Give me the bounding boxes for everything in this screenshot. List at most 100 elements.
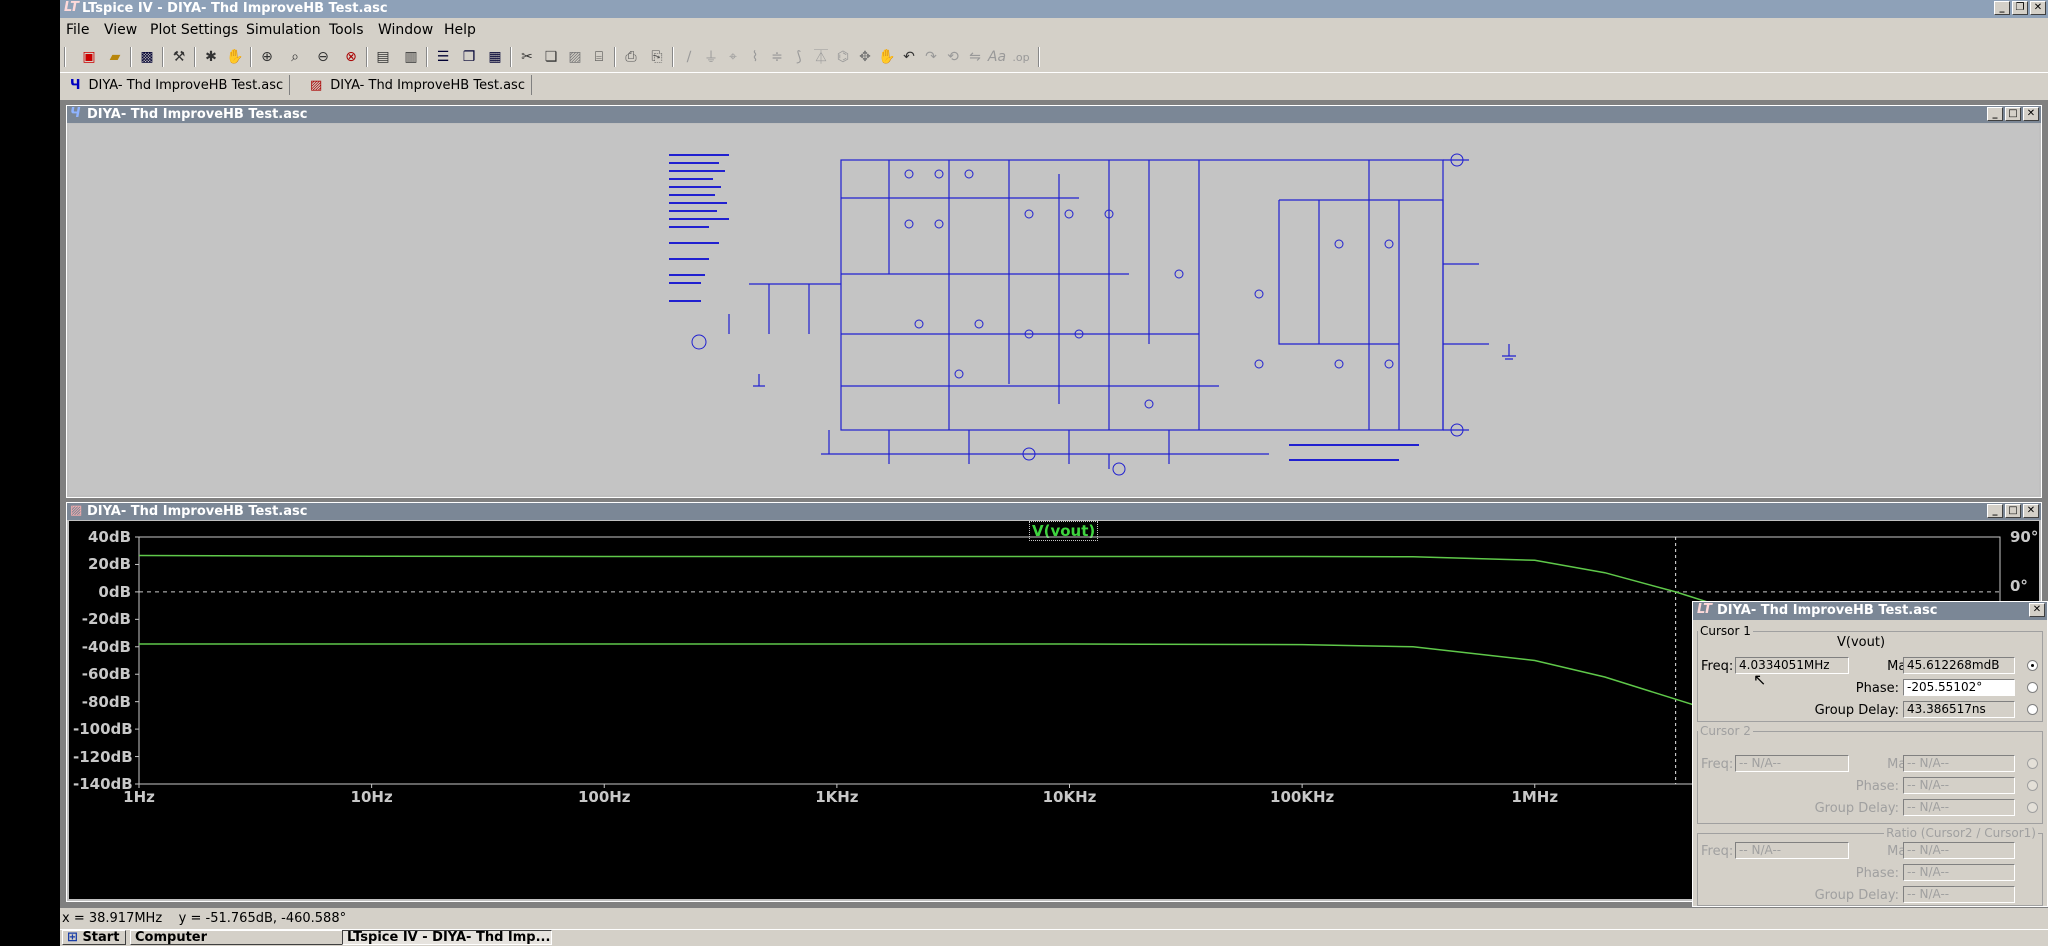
cursor2-mag-field: -- N/A-- (1903, 755, 2015, 772)
y-tick-label: -120dB (73, 747, 133, 766)
cursor2-group-delay-label: Group Delay: (1814, 801, 1899, 816)
cursor2-phase-radio (2027, 780, 2038, 791)
schematic-drawing (669, 153, 1516, 476)
tile-vertical-icon[interactable]: ▦ (488, 49, 502, 65)
cursor1-freq-label: Freq: (1701, 659, 1734, 674)
taskbar-computer[interactable]: Computer (130, 930, 348, 945)
menu-help[interactable]: Help (444, 22, 476, 38)
cut-icon[interactable]: ✂ (521, 49, 533, 65)
minimize-button[interactable]: _ (1994, 1, 2010, 15)
print-icon[interactable]: ⎘ (651, 49, 663, 65)
tab-schematic-label: DIYA- Thd ImproveHB Test.asc (88, 77, 284, 93)
schematic-canvas[interactable] (69, 124, 2039, 495)
start-button[interactable]: ⊞ Start (62, 930, 126, 945)
restore-button[interactable]: ❐ (2012, 1, 2028, 15)
cursor1-group-delay-radio[interactable] (2027, 704, 2038, 715)
mirror-icon[interactable]: ⇋ (969, 49, 981, 65)
y-tick-label: 0dB (98, 582, 131, 601)
ground-icon[interactable]: ⏚ (704, 50, 718, 66)
tab-waveform[interactable]: ▨ DIYA- Thd ImproveHB Test.asc (310, 75, 532, 95)
tile-horizontal-icon[interactable]: ☰ (436, 49, 450, 65)
series-line-phase (139, 643, 1908, 769)
spice-directive-icon[interactable]: .op (1012, 50, 1030, 64)
wire-icon[interactable]: ∕ (686, 49, 692, 65)
resistor-icon[interactable]: ⌇ (751, 49, 759, 65)
windows-logo-icon: ⊞ (67, 930, 78, 945)
menu-tools[interactable]: Tools (329, 22, 364, 38)
control-panel-icon[interactable]: ⚒ (172, 49, 186, 65)
waveform-window-icon: ▨ (70, 503, 83, 518)
ratio-mag-field: -- N/A-- (1903, 842, 2015, 859)
zoom-in-icon[interactable]: ⊕ (261, 49, 273, 65)
new-schematic-icon[interactable]: ▣ (82, 49, 96, 65)
zoom-out-icon[interactable]: ⊖ (317, 49, 329, 65)
tab-schematic[interactable]: Ч DIYA- Thd ImproveHB Test.asc (70, 75, 291, 95)
label-net-icon[interactable]: ⌖ (729, 49, 737, 65)
y-tick-label: -100dB (73, 720, 133, 739)
redo-icon[interactable]: ↷ (925, 49, 937, 65)
menu-simulation[interactable]: Simulation (246, 22, 321, 38)
copy-icon[interactable]: ❏ (544, 49, 558, 65)
y-tick-label: 40dB (87, 528, 131, 546)
cascade-icon[interactable]: ❐ (462, 49, 476, 65)
taskbar-computer-label: Computer (135, 930, 208, 945)
inductor-icon[interactable]: ⟆ (796, 49, 802, 65)
cursor1-group-delay-field[interactable]: 43.386517ns (1903, 701, 2015, 718)
pan-icon[interactable]: ⌕ (291, 49, 299, 65)
cursor1-freq-field[interactable]: 4.0334051MHz (1735, 657, 1849, 674)
menu-view[interactable]: View (104, 22, 138, 38)
waveform-minimize-button[interactable]: _ (1987, 504, 2003, 518)
diode-icon[interactable]: ⏄ (814, 50, 828, 66)
cursor1-group-delay-label: Group Delay: (1814, 703, 1899, 718)
taskbar-ltspice[interactable]: LTspice IV - DIYA- Thd Imp... (342, 930, 552, 945)
cursor1-phase-field[interactable]: -205.55102° (1903, 679, 2015, 696)
drag-icon[interactable]: ✋ (878, 49, 896, 65)
print-preview-icon[interactable]: ⎙ (625, 49, 637, 65)
rotate-icon[interactable]: ⟲ (947, 49, 959, 65)
y-tick-label: -40dB (81, 637, 131, 656)
close-button[interactable]: ✕ (2030, 1, 2046, 15)
waveform-maximize-button[interactable]: □ (2005, 504, 2021, 518)
y-tick-label: -80dB (81, 692, 131, 711)
cursor1-phase-radio[interactable] (2027, 682, 2038, 693)
cursor2-freq-label: Freq: (1701, 757, 1734, 772)
cursor2-group-delay-field: -- N/A-- (1903, 799, 2015, 816)
component-icon[interactable]: ⌬ (836, 49, 850, 65)
autorange-icon[interactable]: ▤ (376, 49, 390, 65)
x-tick-label: 1MHz (1511, 788, 1559, 806)
trace-label[interactable]: V(vout) (1029, 521, 1099, 541)
save-icon[interactable]: ▩ (140, 49, 154, 65)
paste-icon[interactable]: ▨ (568, 49, 582, 65)
x-tick-label: 100KHz (1270, 788, 1335, 806)
open-folder-icon[interactable]: ▰ (109, 49, 121, 65)
menu-plot-settings[interactable]: Plot Settings (150, 22, 239, 38)
zoom-fit-icon[interactable]: ⊗ (345, 49, 357, 65)
halt-icon[interactable]: ✋ (226, 49, 244, 65)
undo-icon[interactable]: ↶ (903, 49, 915, 65)
cursor1-phase-label: Phase: (1855, 681, 1899, 696)
waveform-title: DIYA- Thd ImproveHB Test.asc (87, 504, 308, 519)
capacitor-icon[interactable]: ≑ (771, 49, 783, 65)
schematic-window: Ч DIYA- Thd ImproveHB Test.asc _ □ ✕ (66, 105, 2042, 498)
cursor2-phase-field: -- N/A-- (1903, 777, 2015, 794)
schematic-maximize-button[interactable]: □ (2005, 107, 2021, 121)
y2-tick-label: 0° (2010, 577, 2028, 596)
cursor2-phase-label: Phase: (1855, 779, 1899, 794)
run-icon[interactable]: ✱ (205, 49, 217, 65)
x-tick-label: 1Hz (123, 788, 155, 806)
schematic-close-button[interactable]: ✕ (2023, 107, 2039, 121)
ratio-legend: Ratio (Cursor2 / Cursor1) (1886, 826, 2036, 840)
find-icon[interactable]: ⌸ (594, 49, 604, 65)
cursor-dialog-close-button[interactable]: ✕ (2029, 603, 2045, 617)
plot-settings-icon[interactable]: ▥ (404, 49, 418, 65)
document-tabs: Ч DIYA- Thd ImproveHB Test.asc ▨ DIYA- T… (60, 72, 2048, 97)
cursor1-mag-radio[interactable] (2027, 660, 2038, 671)
waveform-close-button[interactable]: ✕ (2023, 504, 2039, 518)
menu-window[interactable]: Window (378, 22, 434, 38)
move-icon[interactable]: ✥ (859, 49, 871, 65)
cursor1-mag-field[interactable]: 45.612268mdB (1903, 657, 2015, 674)
menu-file[interactable]: File (66, 22, 90, 38)
text-icon[interactable]: Aa (987, 49, 1007, 65)
x-tick-label: 10Hz (350, 788, 393, 806)
schematic-minimize-button[interactable]: _ (1987, 107, 2003, 121)
